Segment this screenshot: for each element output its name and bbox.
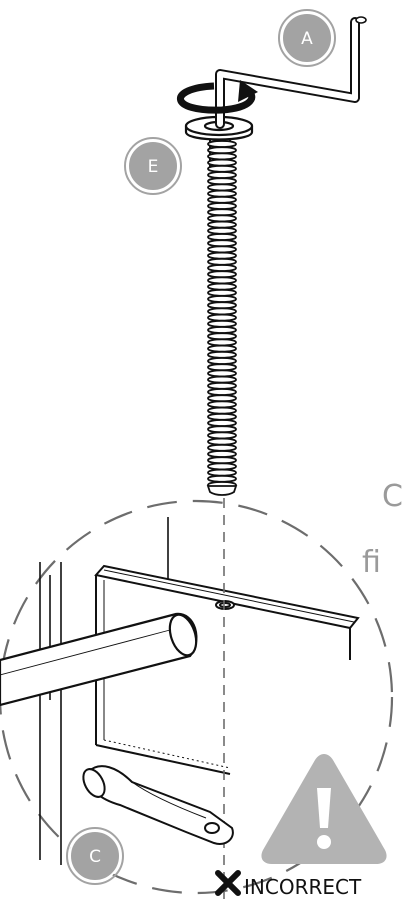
callout-e: E — [124, 137, 182, 195]
side-text-line-1: C — [382, 479, 403, 514]
round-rod — [0, 612, 198, 707]
callout-a: A — [278, 9, 336, 67]
callout-c-label: C — [89, 847, 101, 867]
cam-lever-part — [82, 765, 234, 845]
wall-lines — [39, 517, 169, 865]
callout-a-label: A — [301, 29, 313, 49]
side-text-line-2: fi — [362, 545, 381, 580]
incorrect-text: INCORRECT — [244, 875, 362, 899]
callout-c: C — [66, 827, 124, 885]
frame-bracket — [94, 564, 360, 775]
hex-key-icon — [215, 16, 367, 129]
threaded-bolt — [206, 125, 238, 496]
warning-triangle-icon — [261, 754, 387, 864]
callout-e-label: E — [148, 157, 159, 177]
x-mark-icon — [215, 870, 241, 896]
rotation-arrow-icon — [177, 80, 258, 114]
incorrect-label: INCORRECT — [215, 870, 362, 899]
detail-circle — [0, 499, 394, 895]
